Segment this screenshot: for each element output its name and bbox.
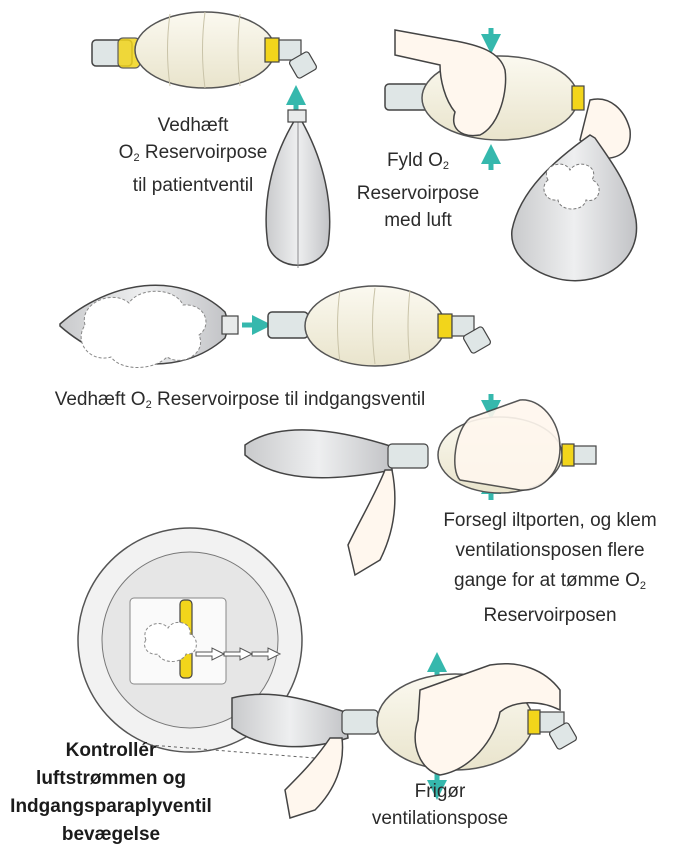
caption-line: ventilationsposen flere — [424, 536, 676, 566]
caption-line: O2 Reservoirpose — [98, 139, 288, 172]
caption-line: til patientventil — [98, 172, 288, 199]
caption-step6: Kontrollér luftstrømmen og Indgangsparap… — [0, 737, 222, 849]
hand — [455, 400, 560, 490]
caption-line: Fyld O2 — [338, 147, 498, 180]
caption-line: Forsegl iltporten, og klem — [424, 506, 676, 536]
caption-line: bevægelse — [0, 821, 222, 849]
finger-sealing-port — [285, 738, 343, 818]
caption-step1: Vedhæft O2 Reservoirpose til patientvent… — [98, 112, 288, 199]
patient-valve — [265, 38, 318, 79]
o2-reservoir-bag-filled — [60, 285, 238, 367]
caption-line: luftstrømmen og — [0, 765, 222, 793]
caption-line: Vedhæft — [98, 112, 288, 139]
caption-step5: Frigør ventilationspose — [360, 778, 520, 832]
caption-step2: Fyld O2 Reservoirpose med luft — [338, 147, 498, 234]
ventilation-bag — [305, 286, 445, 366]
caption-line: med luft — [338, 207, 498, 234]
caption-line: Reservoirposen — [424, 601, 676, 631]
o2-reservoir-bag-deflating — [245, 430, 392, 478]
caption-line: Reservoirpose — [338, 180, 498, 207]
caption-step3: Vedhæft O2 Reservoirpose til indgangsven… — [20, 386, 460, 419]
caption-step4: Forsegl iltporten, og klem ventilationsp… — [424, 506, 676, 631]
finger-sealing-port — [348, 470, 395, 575]
step3-illustration — [60, 285, 492, 367]
caption-line: Frigør — [360, 778, 520, 805]
o2-reservoir-bag — [512, 135, 637, 281]
caption-line: Indgangsparaplyventil — [0, 793, 222, 821]
caption-line: gange for at tømme O2 — [424, 566, 676, 601]
caption-line: Kontrollér — [0, 737, 222, 765]
caption-line: ventilationspose — [360, 805, 520, 832]
ventilation-bag — [135, 12, 275, 88]
connector-left — [92, 38, 140, 68]
